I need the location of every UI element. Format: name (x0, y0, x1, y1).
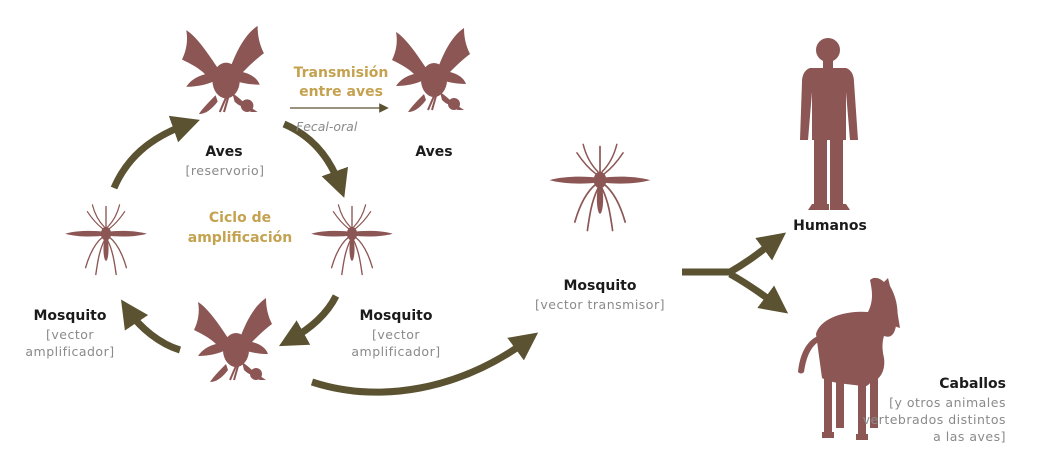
cycle-arrow (290, 296, 336, 340)
mosquito-right-sublabel-2: amplificador] (338, 345, 454, 359)
human-icon (800, 38, 858, 210)
transmission-title-1: Transmisión (282, 65, 400, 81)
bird-icon (392, 28, 470, 112)
bird-icon (194, 298, 272, 382)
mosquito-left-label: Mosquito (20, 308, 120, 324)
aves-reservoir-label: Aves (194, 144, 254, 160)
mosquito-icon (311, 205, 393, 275)
cycle-title-1: Ciclo de (180, 210, 300, 226)
mosquito-left-sublabel-1: [vector (20, 328, 120, 342)
cycle-title-2: amplificación (170, 230, 310, 246)
mosquito-right-sublabel-1: [vector (346, 328, 446, 342)
humans-label: Humanos (780, 218, 880, 234)
cycle-arrow (114, 124, 188, 188)
horses-sublabel-1: [y otros animales (846, 396, 1006, 410)
arrow-to-humans (730, 240, 776, 272)
horses-label: Caballos (880, 376, 1006, 392)
aves-reservoir-sublabel: [reservorio] (170, 164, 280, 178)
bird-icon (182, 26, 264, 114)
cycle-arrow (128, 310, 180, 350)
horses-sublabel-3: a las aves] (846, 430, 1006, 444)
mosquito-vector-label: Mosquito (550, 278, 650, 294)
horses-sublabel-2: vertebrados distintos (836, 413, 1006, 427)
mosquito-left-sublabel-2: amplificador] (12, 345, 128, 359)
transmission-title-2: entre aves (282, 84, 400, 100)
mosquito-vector-sublabel: [vector transmisor] (514, 298, 686, 312)
mosquito-icon (550, 144, 651, 230)
mosquito-right-label: Mosquito (346, 308, 446, 324)
aves-right-label: Aves (404, 144, 464, 160)
fecal-oral-label: Fecal-oral (296, 120, 357, 134)
arrow-to-horses (730, 274, 778, 306)
mosquito-icon (65, 205, 147, 275)
